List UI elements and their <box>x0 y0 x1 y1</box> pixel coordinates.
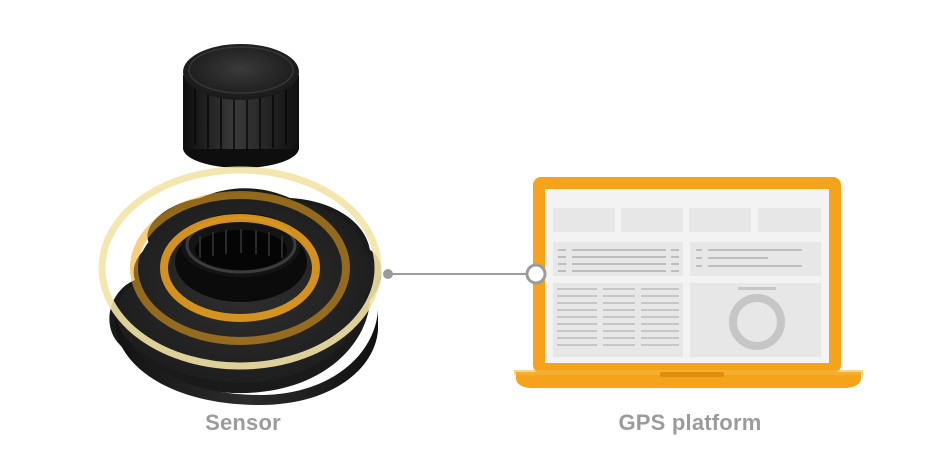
screen-table-panel <box>553 283 683 357</box>
connector-endpoint <box>527 265 545 283</box>
sensor-label: Sensor <box>168 410 318 436</box>
laptop-icon <box>514 177 863 388</box>
gps-platform-label: GPS platform <box>560 410 820 436</box>
connector-line <box>383 269 535 279</box>
sensor-cap-icon <box>183 44 299 168</box>
screen-list-panel <box>553 242 683 276</box>
screen-donut-panel <box>690 283 821 357</box>
screen-summary-panel <box>690 242 821 276</box>
